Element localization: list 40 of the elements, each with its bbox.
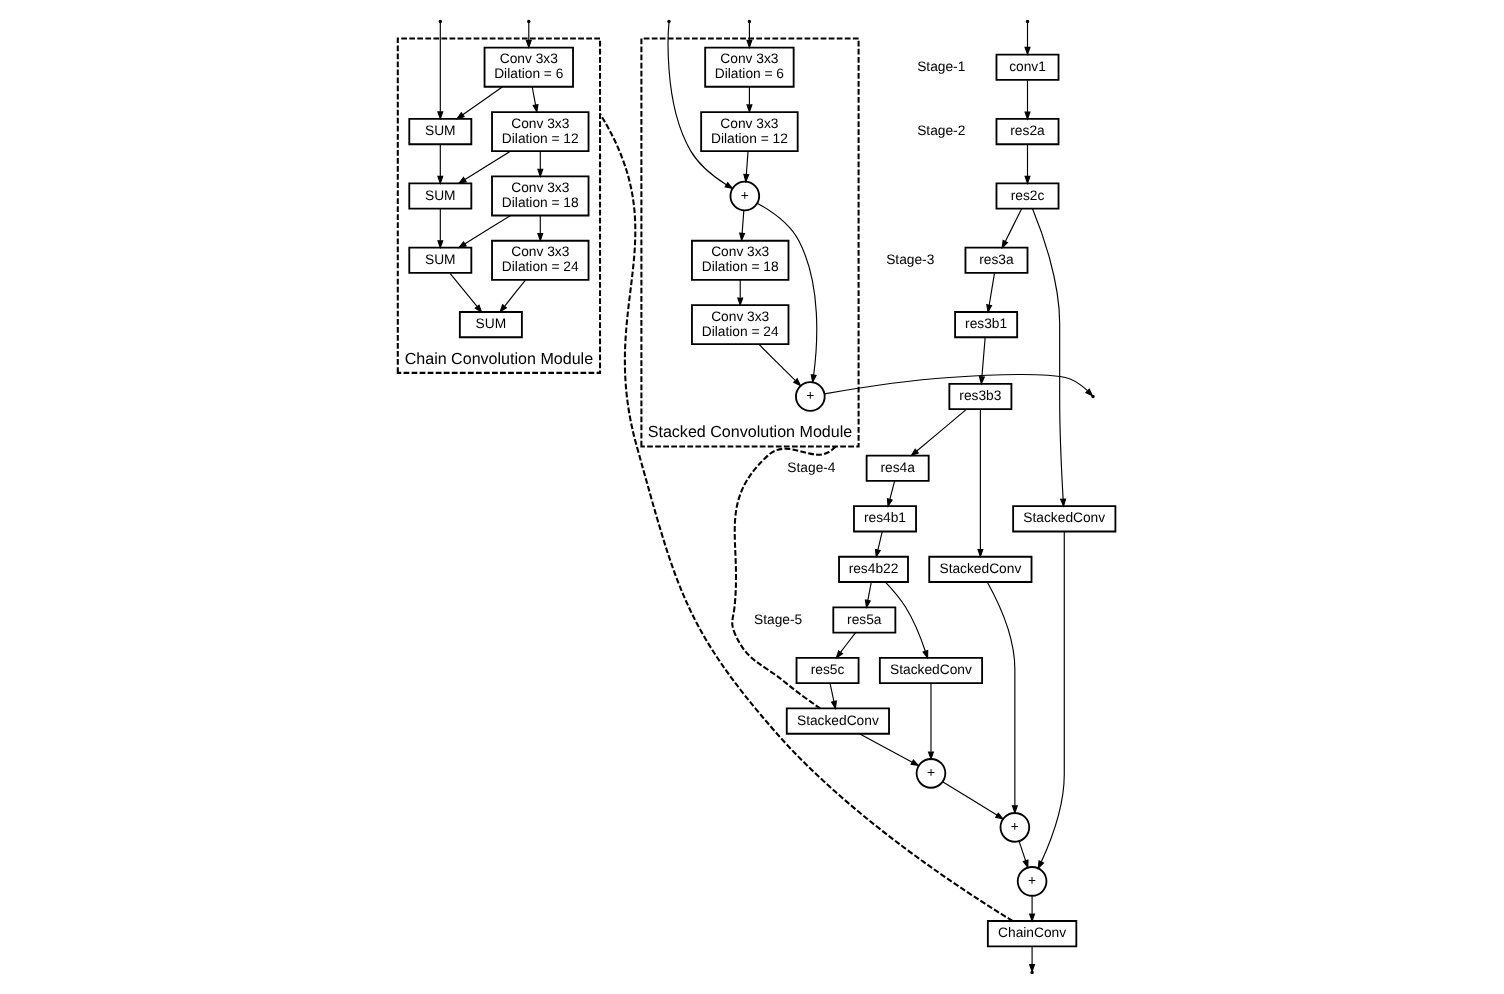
arrow [864,581,872,609]
arrow [757,202,818,384]
arrow [858,733,920,767]
arrow [1028,945,1036,974]
arrow [1028,895,1036,923]
arrow [457,150,511,185]
arrow [874,531,883,559]
arrow [1024,21,1031,57]
arrow [437,144,444,185]
arrow [531,86,539,114]
arrow [537,150,544,178]
arrow [738,209,746,242]
arrow [437,21,444,121]
arrow [1001,208,1023,250]
arrow [758,343,802,387]
arrow [829,682,837,711]
arrow [1037,530,1065,870]
arrow [1024,144,1031,185]
arrow [986,272,996,314]
arrow [986,581,1019,815]
arrow [1018,841,1029,869]
arrow [885,581,929,660]
arrow [978,337,986,386]
arrow [942,781,1005,820]
connector [599,113,1014,922]
arrow [437,208,444,250]
arrow [449,272,483,314]
arrow [927,682,935,761]
arrow [910,408,967,457]
arrow [835,632,856,660]
arrow [667,21,734,190]
arrow [455,86,503,120]
arrow [1024,79,1031,121]
arrow [743,150,750,184]
arrow [499,279,527,314]
connector [731,445,837,710]
arrow [886,480,896,508]
arrow [457,215,511,249]
arrow [977,408,984,559]
arrow [1031,208,1067,508]
